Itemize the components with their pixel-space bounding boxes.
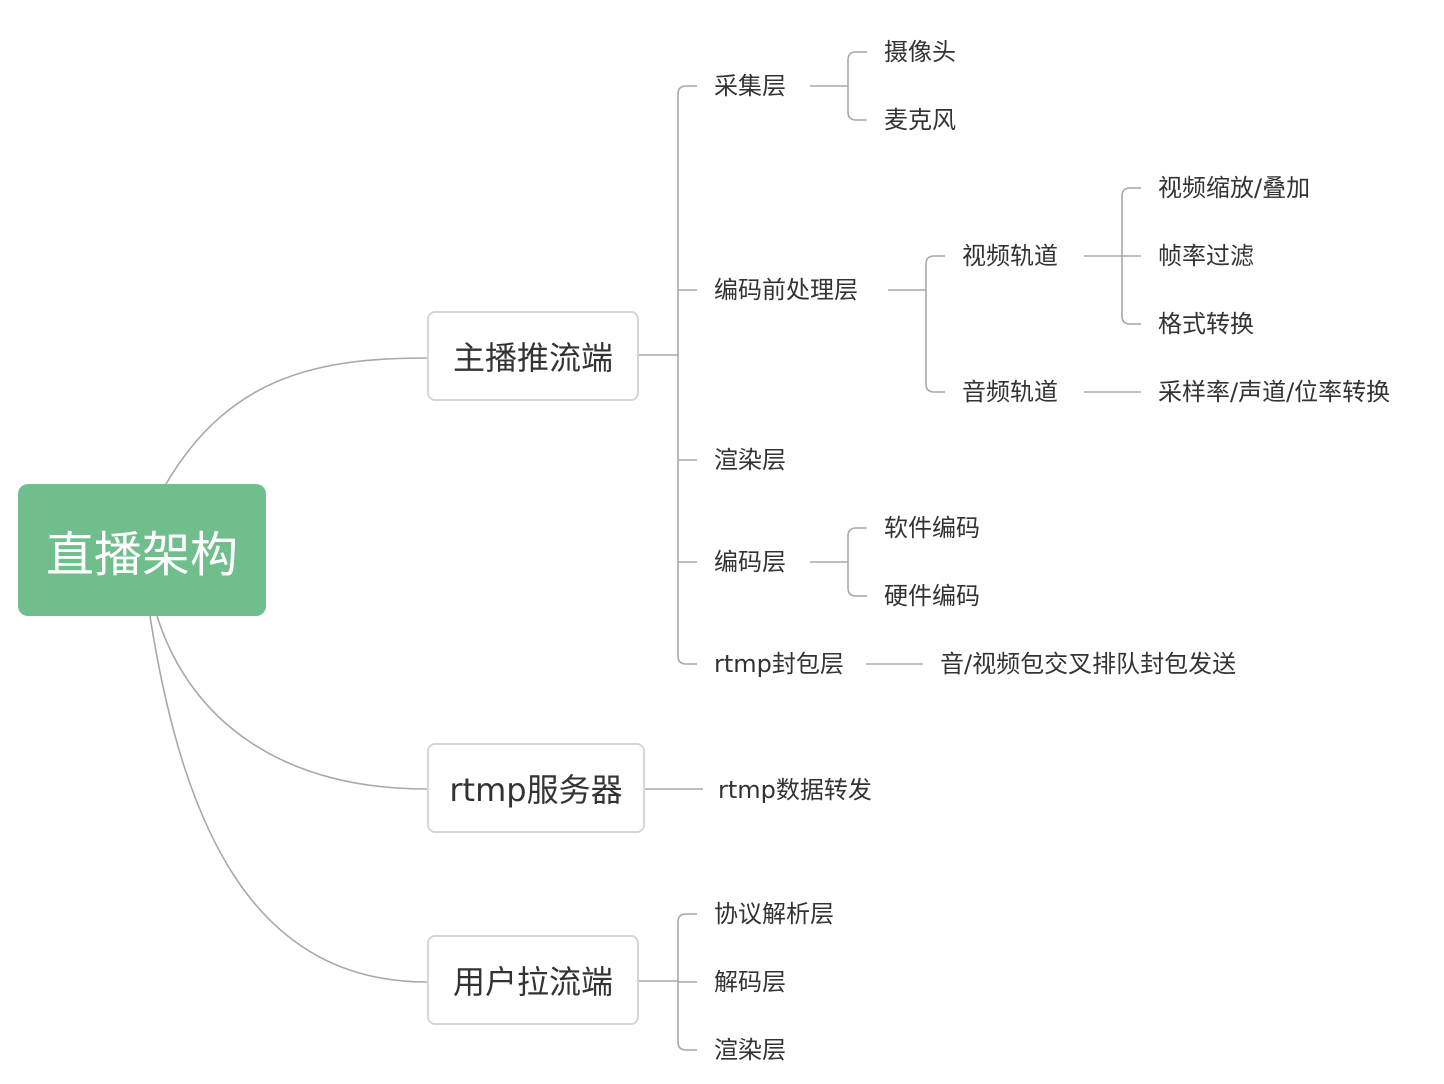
node-rtmp-forward[interactable]: rtmp数据转发: [718, 776, 872, 804]
branch-push[interactable]: 主播推流端: [427, 311, 639, 401]
node-encode-layer[interactable]: 编码层: [714, 548, 786, 576]
root-to-pull-curve: [149, 615, 428, 983]
node-preprocess-layer[interactable]: 编码前处理层: [714, 276, 858, 304]
node-packet-interleave-send[interactable]: 音/视频包交叉排队封包发送: [940, 650, 1237, 678]
node-frame-rate-filter[interactable]: 帧率过滤: [1158, 242, 1254, 270]
branch-pull[interactable]: 用户拉流端: [427, 935, 639, 1025]
node-camera[interactable]: 摄像头: [884, 38, 956, 66]
root-to-push-curve: [165, 357, 428, 485]
root-to-server-curve: [156, 615, 428, 790]
node-video-track[interactable]: 视频轨道: [962, 242, 1058, 270]
preprocess-bracket-spine: [925, 255, 935, 393]
node-hardware-encode[interactable]: 硬件编码: [884, 582, 980, 610]
node-push-render-layer[interactable]: 渲染层: [714, 446, 786, 474]
node-audio-track[interactable]: 音频轨道: [962, 378, 1058, 406]
node-format-convert[interactable]: 格式转换: [1158, 310, 1254, 338]
node-decode-layer[interactable]: 解码层: [714, 968, 786, 996]
node-audio-resample[interactable]: 采样率/声道/位率转换: [1158, 378, 1391, 406]
node-microphone[interactable]: 麦克风: [884, 106, 956, 134]
push-bracket-spine: [677, 85, 687, 665]
encode-bracket-spine: [847, 527, 857, 597]
root-node[interactable]: 直播架构: [18, 484, 266, 616]
capture-bracket-spine: [847, 51, 857, 121]
branch-server[interactable]: rtmp服务器: [427, 743, 645, 833]
node-pull-render-layer[interactable]: 渲染层: [714, 1036, 786, 1064]
node-rtmp-pack-layer[interactable]: rtmp封包层: [714, 650, 844, 678]
node-protocol-parse-layer[interactable]: 协议解析层: [714, 900, 834, 928]
node-video-scale-overlay[interactable]: 视频缩放/叠加: [1158, 174, 1311, 202]
node-software-encode[interactable]: 软件编码: [884, 514, 980, 542]
node-capture-layer[interactable]: 采集层: [714, 72, 786, 100]
